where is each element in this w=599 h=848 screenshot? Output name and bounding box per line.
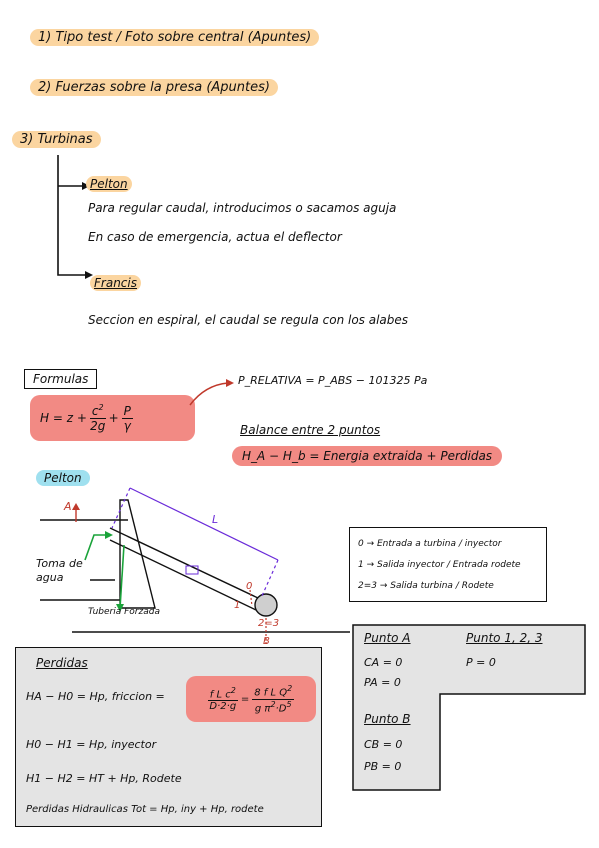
pelton-line-2: En caso de emergencia, actua el deflecto… <box>88 230 342 244</box>
perdidas-eq-3: H1 − H2 = HT + Hp, Rodete <box>26 772 182 785</box>
pelton-section-title: Pelton <box>36 470 90 486</box>
marker-1: 1 <box>234 600 241 611</box>
marker-a: A <box>64 500 72 513</box>
marker-l: L <box>212 513 219 526</box>
perdidas-box: Perdidas HA − H0 = Hp, friccion = f L c2… <box>15 647 322 827</box>
perdidas-eq-2: H0 − H1 = Hp, inyector <box>26 738 157 751</box>
perdidas-eq-4: Perdidas Hidraulicas Tot = Hp, iny + Hp,… <box>26 804 264 815</box>
marker-0: 0 <box>246 581 253 592</box>
topic-1: 1) Tipo test / Foto sobre central (Apunt… <box>30 29 320 46</box>
marker-b: B <box>263 636 270 647</box>
pelton-heading: Pelton <box>86 176 132 192</box>
punto-b-title: Punto B <box>364 712 411 726</box>
p-relativa: P_RELATIVA = P_ABS − 101325 Pa <box>238 374 428 387</box>
formulas-title: Formulas <box>24 369 98 389</box>
legend-item: 2=3 → Salida turbina / Rodete <box>358 581 494 591</box>
topic-3: 3) Turbinas <box>12 131 101 148</box>
punto-123-title: Punto 1, 2, 3 <box>466 631 543 645</box>
legend-item: 0 → Entrada a turbina / inyector <box>358 539 502 549</box>
legend-box: 0 → Entrada a turbina / inyector 1 → Sal… <box>349 527 547 602</box>
legend-item: 1 → Salida inyector / Entrada rodete <box>358 560 521 570</box>
tuberia-label: Tuberia Forzada <box>88 607 160 617</box>
francis-heading: Francis <box>90 275 141 291</box>
balance-title: Balance entre 2 puntos <box>240 423 381 437</box>
perdidas-eq-1: HA − H0 = Hp, friccion = <box>26 690 165 703</box>
toma-label: Toma de agua <box>36 557 83 584</box>
perdidas-title: Perdidas <box>36 656 88 670</box>
punto-a-val: CA = 0 <box>364 656 403 669</box>
francis-line-1: Seccion en espiral, el caudal se regula … <box>88 313 409 327</box>
punto-123-val: P = 0 <box>466 656 496 669</box>
punto-a-title: Punto A <box>364 631 411 645</box>
punto-a-val: PA = 0 <box>364 676 401 689</box>
marker-2-3: 2=3 <box>258 618 280 629</box>
punto-b-val: CB = 0 <box>364 738 403 751</box>
pelton-line-1: Para regular caudal, introducimos o saca… <box>88 201 397 215</box>
topic-2: 2) Fuerzas sobre la presa (Apuntes) <box>30 79 278 96</box>
punto-b-val: PB = 0 <box>364 760 402 773</box>
balance-equation: H_A − H_b = Energia extraida + Perdidas <box>232 446 503 466</box>
